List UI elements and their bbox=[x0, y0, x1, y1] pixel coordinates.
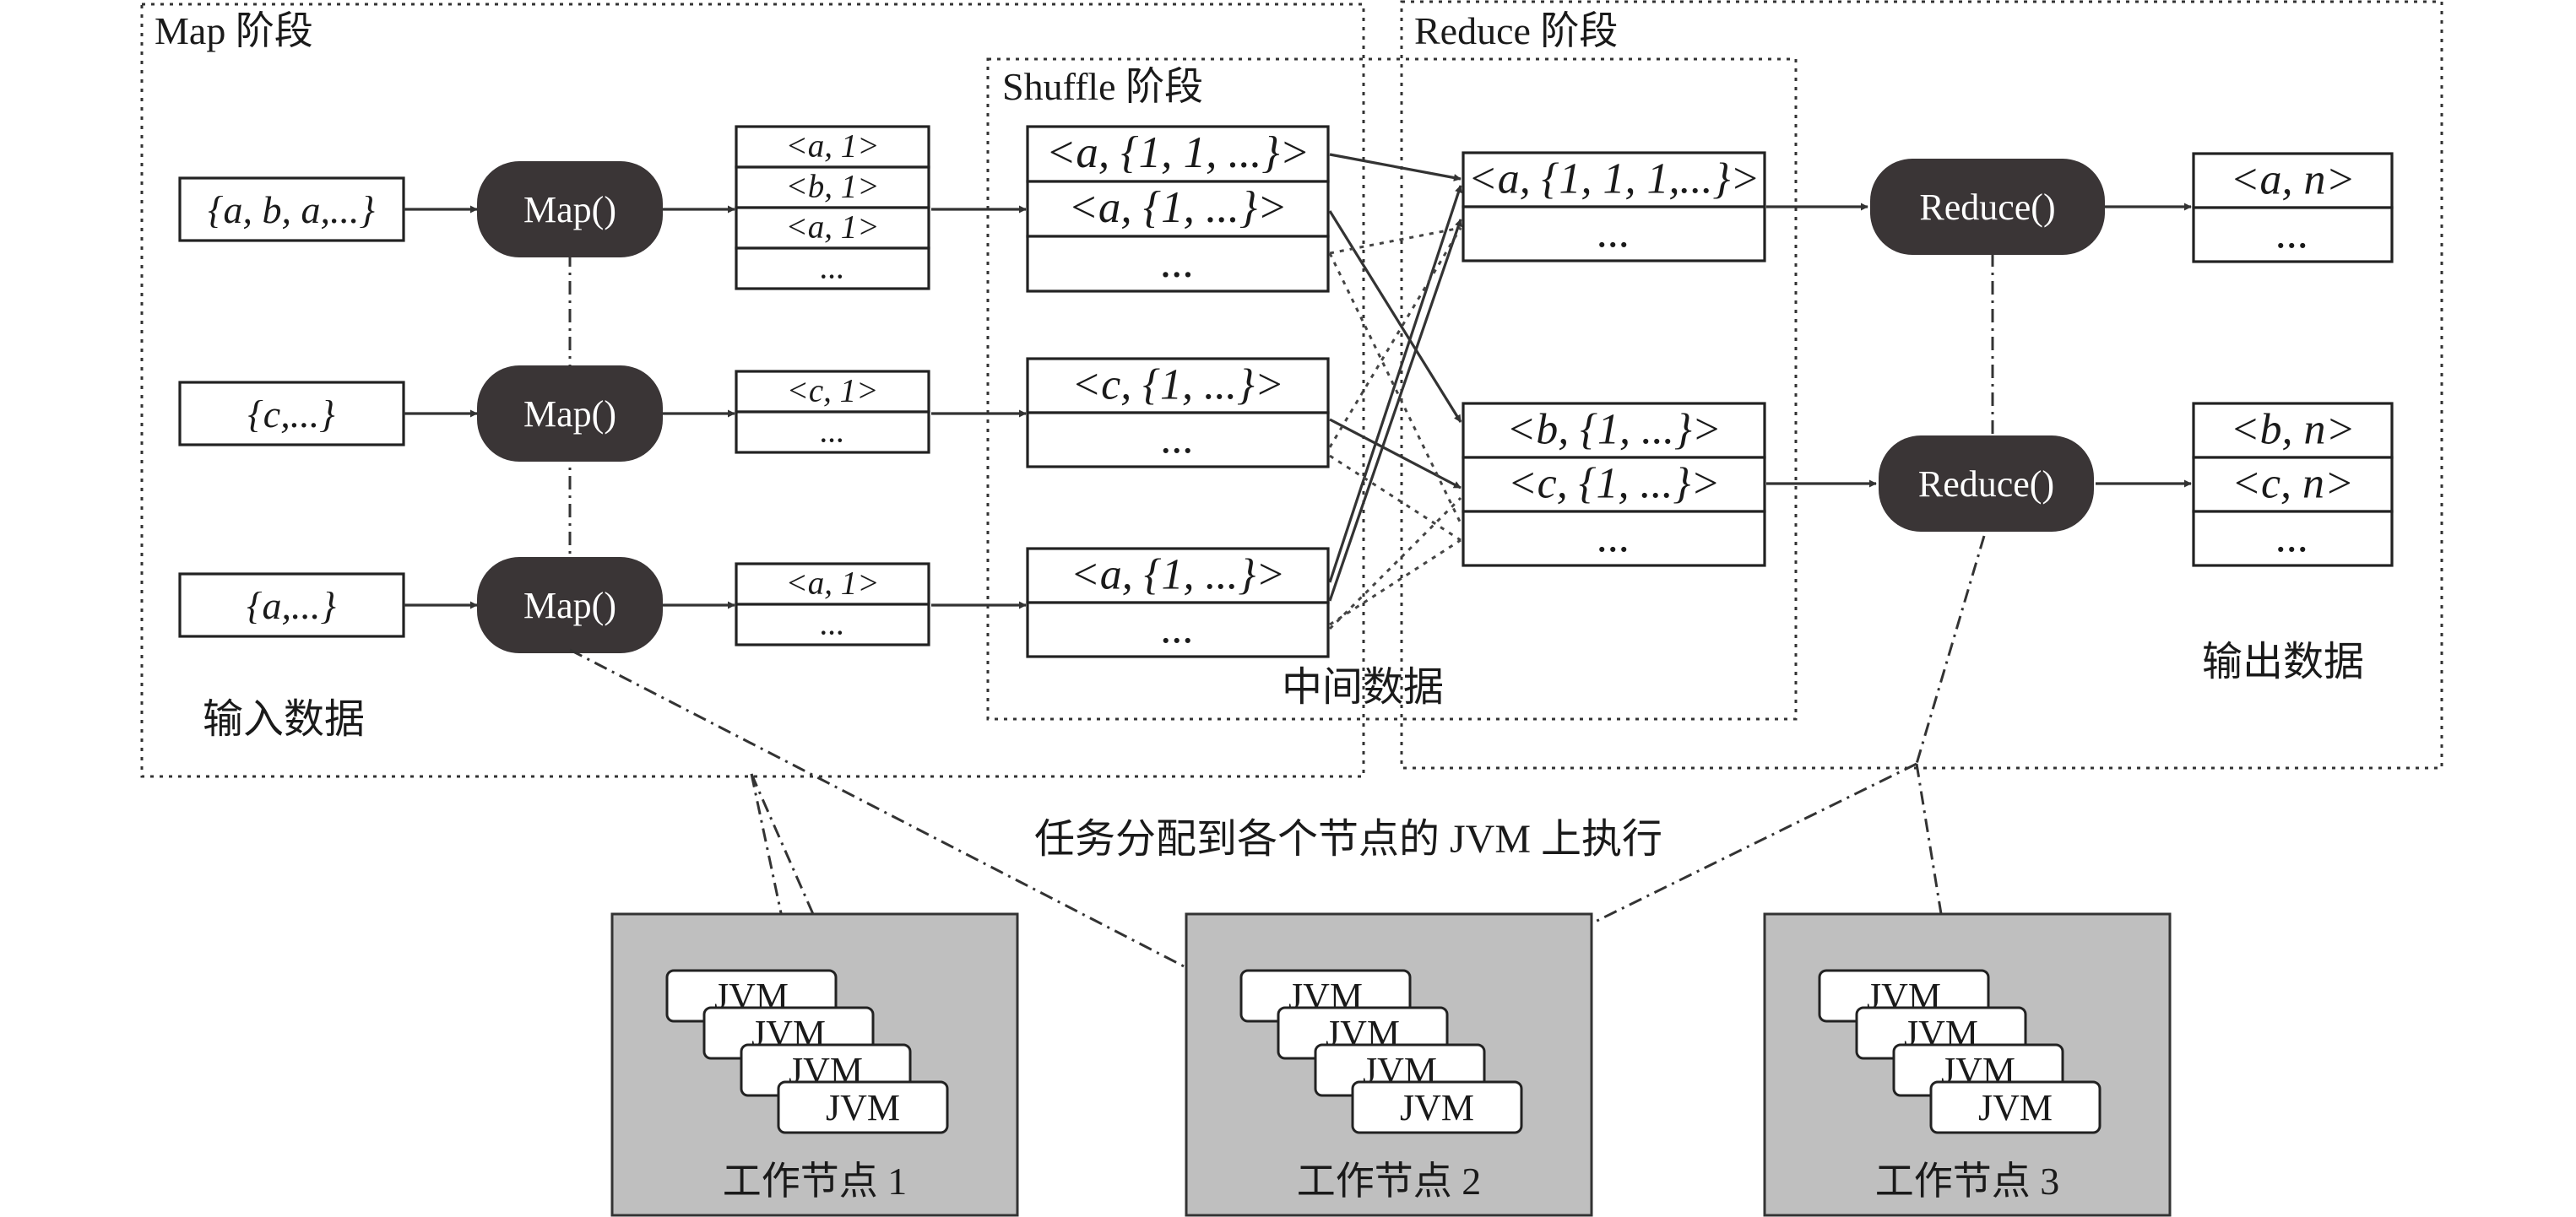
map-output-cell bbox=[735, 246, 930, 290]
map-output-cell bbox=[735, 125, 930, 169]
reduce-node bbox=[1879, 435, 2094, 532]
map-phase-title: Map 阶段 bbox=[155, 9, 313, 52]
shuffle-phase-title: Shuffle 阶段 bbox=[1002, 65, 1203, 108]
output-text: ... bbox=[2276, 209, 2309, 257]
shuffle-group-cell bbox=[1026, 180, 1330, 238]
map-output-text: ... bbox=[820, 414, 844, 450]
shuffle-group-cell bbox=[1026, 235, 1330, 293]
shuffle-group-text: <a, {1, ...}> bbox=[1068, 183, 1288, 232]
reduce-phase-title: Reduce 阶段 bbox=[1414, 9, 1618, 52]
output-tables: <a, n>... <b, n> <c, n>... bbox=[2192, 152, 2394, 567]
map-output-text: <a, 1> bbox=[785, 209, 879, 246]
worker-node-label: 工作节点 2 bbox=[1297, 1160, 1482, 1203]
output-cell bbox=[2192, 206, 2394, 263]
merged-group-cell bbox=[1462, 205, 1766, 262]
input-text: {a, b, a,...} bbox=[208, 188, 375, 231]
map-node-label: Map() bbox=[523, 189, 616, 230]
assignment-note: 任务分配到各个节点的 JVM 上执行 bbox=[1034, 817, 1662, 862]
shuffle-group-cell bbox=[1026, 411, 1330, 468]
merged-group-text: <c, {1, ...}> bbox=[1508, 459, 1721, 507]
map-nodes: Map() Map() Map() bbox=[477, 161, 663, 653]
output-text: <a, n> bbox=[2230, 155, 2355, 203]
map-node bbox=[477, 557, 663, 653]
shuffle-group-text: ... bbox=[1162, 604, 1195, 652]
input-text: {a,...} bbox=[247, 584, 336, 627]
shuffle-group-cell bbox=[1026, 357, 1330, 414]
worker-node-label: 工作节点 1 bbox=[723, 1160, 908, 1203]
map-output-text: <c, 1> bbox=[787, 373, 879, 409]
shuffle-group-tables: <a, {1, 1, ...}> <a, {1, ...}>... <c, {1, … bbox=[1026, 125, 1330, 658]
merged-intermediate-tables: <a, {1, 1, 1,...}>... <b, {1, ...}> <c, {1… bbox=[1462, 151, 1766, 567]
output-text: <c, n> bbox=[2232, 459, 2354, 507]
reduce-nodes: Reduce() Reduce() bbox=[1870, 159, 2105, 532]
map-output-cell bbox=[735, 562, 930, 606]
map-output-text: ... bbox=[820, 250, 844, 286]
map-output-cell bbox=[735, 603, 930, 646]
jvm-box bbox=[1929, 1080, 2101, 1134]
map-output-text: <b, 1> bbox=[785, 169, 879, 205]
input-data-label: 输入数据 bbox=[203, 697, 365, 742]
shuffle-group-text: <a, {1, ...}> bbox=[1071, 550, 1286, 598]
output-cell bbox=[2192, 510, 2394, 567]
output-text: <b, n> bbox=[2230, 405, 2355, 453]
jvm-box bbox=[1351, 1080, 1523, 1134]
output-cell bbox=[2192, 152, 2394, 209]
input-data-group: {a, b, a,...} {c,...} {a,...} bbox=[178, 176, 405, 638]
merged-group-cell bbox=[1462, 456, 1766, 513]
map-node-label: Map() bbox=[523, 585, 616, 626]
merged-group-text: <a, {1, 1, 1,...}> bbox=[1468, 154, 1760, 203]
shuffle-group-cell bbox=[1026, 125, 1330, 183]
map-output-text: <a, 1> bbox=[785, 128, 879, 165]
reduce-node bbox=[1870, 159, 2105, 255]
reduce-node-label: Reduce() bbox=[1918, 463, 2054, 505]
map-node bbox=[477, 161, 663, 257]
jvm-label: JVM bbox=[826, 1087, 900, 1128]
merged-group-text: ... bbox=[1597, 513, 1630, 561]
merged-group-text: ... bbox=[1597, 208, 1630, 257]
shuffle-group-text: <c, {1, ...}> bbox=[1071, 360, 1284, 408]
shuffle-group-text: <a, {1, 1, ...}> bbox=[1046, 128, 1310, 177]
reduce-node-label: Reduce() bbox=[1919, 187, 2055, 228]
input-box bbox=[178, 381, 405, 446]
output-cell bbox=[2192, 456, 2394, 513]
map-output-group: <a, 1> <b, 1> <a, 1>... <c, 1>... <a, 1>... bbox=[735, 125, 930, 646]
map-node-label: Map() bbox=[523, 393, 616, 435]
jvm-box bbox=[777, 1080, 949, 1134]
jvm-label: JVM bbox=[1978, 1087, 2053, 1128]
shuffle-group-cell bbox=[1026, 547, 1330, 604]
flow-arrows bbox=[404, 203, 2192, 609]
output-text: ... bbox=[2276, 513, 2309, 561]
worker-node-label: 工作节点 3 bbox=[1875, 1160, 2060, 1203]
reduce-phase-box bbox=[1400, 0, 2443, 770]
map-output-cell bbox=[735, 206, 930, 250]
merged-group-cell bbox=[1462, 510, 1766, 567]
shuffle-connectors bbox=[1328, 153, 1462, 630]
input-text: {c,...} bbox=[247, 392, 334, 435]
shuffle-group-text: ... bbox=[1162, 414, 1195, 462]
shuffle-group-text: ... bbox=[1161, 238, 1195, 287]
input-box bbox=[178, 572, 405, 638]
output-data-label: 输出数据 bbox=[2202, 640, 2364, 684]
map-output-cell bbox=[735, 370, 930, 414]
map-output-text: <a, 1> bbox=[785, 565, 879, 602]
merged-group-text: <b, {1, ...}> bbox=[1506, 405, 1722, 453]
map-output-cell bbox=[735, 165, 930, 209]
map-output-text: ... bbox=[820, 606, 844, 642]
shuffle-group-cell bbox=[1026, 601, 1330, 658]
map-phase-box bbox=[140, 3, 1365, 778]
intermediate-data-label: 中间数据 bbox=[1282, 665, 1444, 710]
jvm-label: JVM bbox=[1400, 1087, 1474, 1128]
map-node bbox=[477, 365, 663, 462]
merged-group-cell bbox=[1462, 402, 1766, 459]
map-output-cell bbox=[735, 410, 930, 454]
